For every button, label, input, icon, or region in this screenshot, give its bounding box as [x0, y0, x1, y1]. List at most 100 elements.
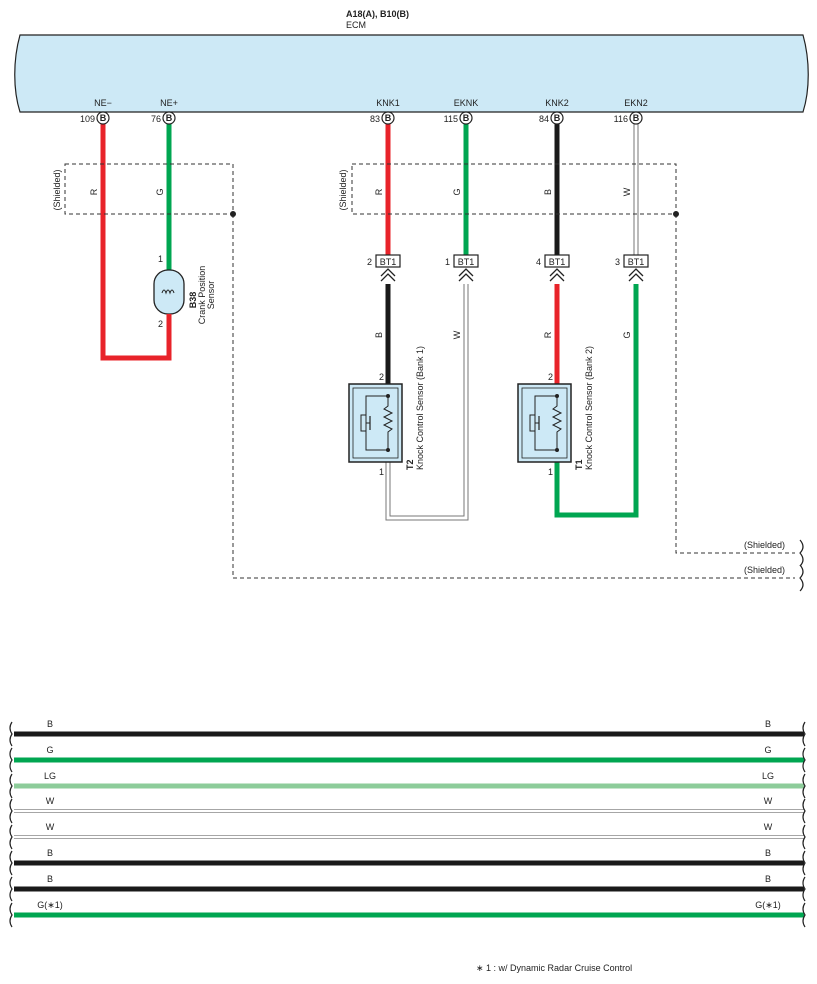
break-mark-right [802, 721, 806, 747]
terminal-name-knk1: KNK1 [376, 98, 400, 108]
terminal-pin-eknk: 115 B [444, 111, 473, 125]
terminal-pin-ne-plus: 76 B [151, 111, 176, 125]
break-mark-lower [799, 564, 804, 592]
break-mark-right [802, 747, 806, 773]
terminal-name-ne-plus: NE+ [160, 98, 178, 108]
svg-text:B: B [463, 113, 470, 123]
ecm-connector-ids: A18(A), B10(B) [346, 9, 409, 19]
knock-bank2-name: Knock Control Sensor (Bank 2) [584, 346, 594, 470]
bt1-connector-pin1: 1 BT1 [445, 254, 479, 268]
break-mark-right [802, 798, 806, 824]
svg-text:4: 4 [536, 257, 541, 267]
chevron-icon [380, 268, 644, 282]
svg-text:116: 116 [614, 114, 628, 124]
harness-wire-color-right: B [765, 874, 771, 884]
crank-sensor-name-line2: Sensor [206, 281, 216, 310]
harness-wire-color-left: G(∗1) [37, 900, 63, 910]
svg-text:2: 2 [367, 257, 372, 267]
terminal-pin-knk1: 83 B [370, 111, 395, 125]
break-mark-left [9, 902, 13, 928]
wire-bank1-ground [385, 284, 469, 521]
terminal-name-knk2: KNK2 [545, 98, 569, 108]
break-mark-right [802, 902, 806, 928]
wire-color-ne-plus: G [155, 188, 165, 195]
svg-text:BT1: BT1 [380, 257, 397, 267]
svg-text:109: 109 [80, 114, 95, 124]
wire-color-bt1-pin1: W [452, 330, 462, 339]
break-mark-left [9, 773, 13, 799]
knock-bank1-code: T2 [405, 459, 415, 470]
shield-label-lower: (Shielded) [744, 565, 785, 575]
break-mark-right [802, 824, 806, 850]
crank-sensor-name-line1: Crank Position [197, 266, 207, 325]
terminal-pin-knk2: 84 B [539, 111, 564, 125]
svg-text:BT1: BT1 [628, 257, 645, 267]
break-mark-upper [799, 539, 804, 567]
svg-text:1: 1 [445, 257, 450, 267]
svg-text:B: B [633, 113, 640, 123]
svg-text:B: B [100, 113, 107, 123]
shield-left-ground-dot [230, 211, 236, 217]
knock-sensor-bank2: 2 1 [517, 372, 572, 477]
knock-bank2-code: T1 [574, 459, 584, 470]
ecm-name: ECM [346, 20, 366, 30]
svg-text:3: 3 [615, 257, 620, 267]
harness-wire-color-right: B [765, 719, 771, 729]
knock-bank1-name: Knock Control Sensor (Bank 1) [415, 346, 425, 470]
ecm-box [14, 34, 809, 113]
wire-color-ekn2: W [622, 187, 632, 196]
break-mark-left [9, 824, 13, 850]
harness-wire-color-left: W [46, 796, 55, 806]
shield-label-upper: (Shielded) [744, 540, 785, 550]
break-mark-left [9, 747, 13, 773]
terminal-name-eknk: EKNK [454, 98, 479, 108]
shield-left-label: (Shielded) [52, 169, 62, 210]
knock-sensor-bank1: 2 1 [348, 372, 403, 477]
break-mark-left [9, 850, 13, 876]
break-mark-right [802, 850, 806, 876]
svg-text:2: 2 [548, 372, 553, 382]
wire-bank2-ground [554, 284, 639, 518]
svg-text:115: 115 [444, 114, 458, 124]
break-mark-left [9, 798, 13, 824]
bt1-connector-pin3: 3 BT1 [615, 254, 649, 268]
footnote: ∗ 1 : w/ Dynamic Radar Cruise Control [476, 963, 632, 973]
wire-color-knk1: R [374, 188, 384, 195]
harness-wire-color-left: B [47, 874, 53, 884]
harness-wire-color-right: W [764, 822, 773, 832]
harness-wire-color-right: G [764, 745, 771, 755]
bt1-connector-pin2: 2 BT1 [367, 254, 401, 268]
terminal-name-ne-minus: NE− [94, 98, 112, 108]
wire-color-eknk: G [452, 188, 462, 195]
bt1-connector-pin4: 4 BT1 [536, 254, 570, 268]
shield-right-label: (Shielded) [338, 169, 348, 210]
svg-text:B: B [166, 113, 173, 123]
terminal-name-ekn2: EKN2 [624, 98, 648, 108]
svg-text:B: B [554, 113, 561, 123]
harness-wire-color-left: LG [44, 771, 56, 781]
shield-right [351, 163, 795, 554]
svg-text:1: 1 [379, 467, 384, 477]
wire-ne-minus [100, 124, 172, 361]
svg-text:1: 1 [158, 254, 163, 264]
terminal-pin-ekn2: 116 B [614, 111, 643, 125]
wire-color-bt1-pin2: B [374, 332, 384, 338]
harness-wire-color-left: B [47, 719, 53, 729]
wire-color-bt1-pin4: R [543, 331, 553, 338]
svg-text:B: B [385, 113, 392, 123]
harness-wire-color-left: G [46, 745, 53, 755]
break-mark-left [9, 876, 13, 902]
harness-wire-color-left: W [46, 822, 55, 832]
svg-text:76: 76 [151, 114, 161, 124]
wire-color-bt1-pin3: G [622, 331, 632, 338]
wire-color-ne-minus: R [89, 188, 99, 195]
harness-wire-row: G(∗1)G(∗1) [9, 900, 806, 928]
crank-sensor-code: B38 [188, 292, 198, 309]
